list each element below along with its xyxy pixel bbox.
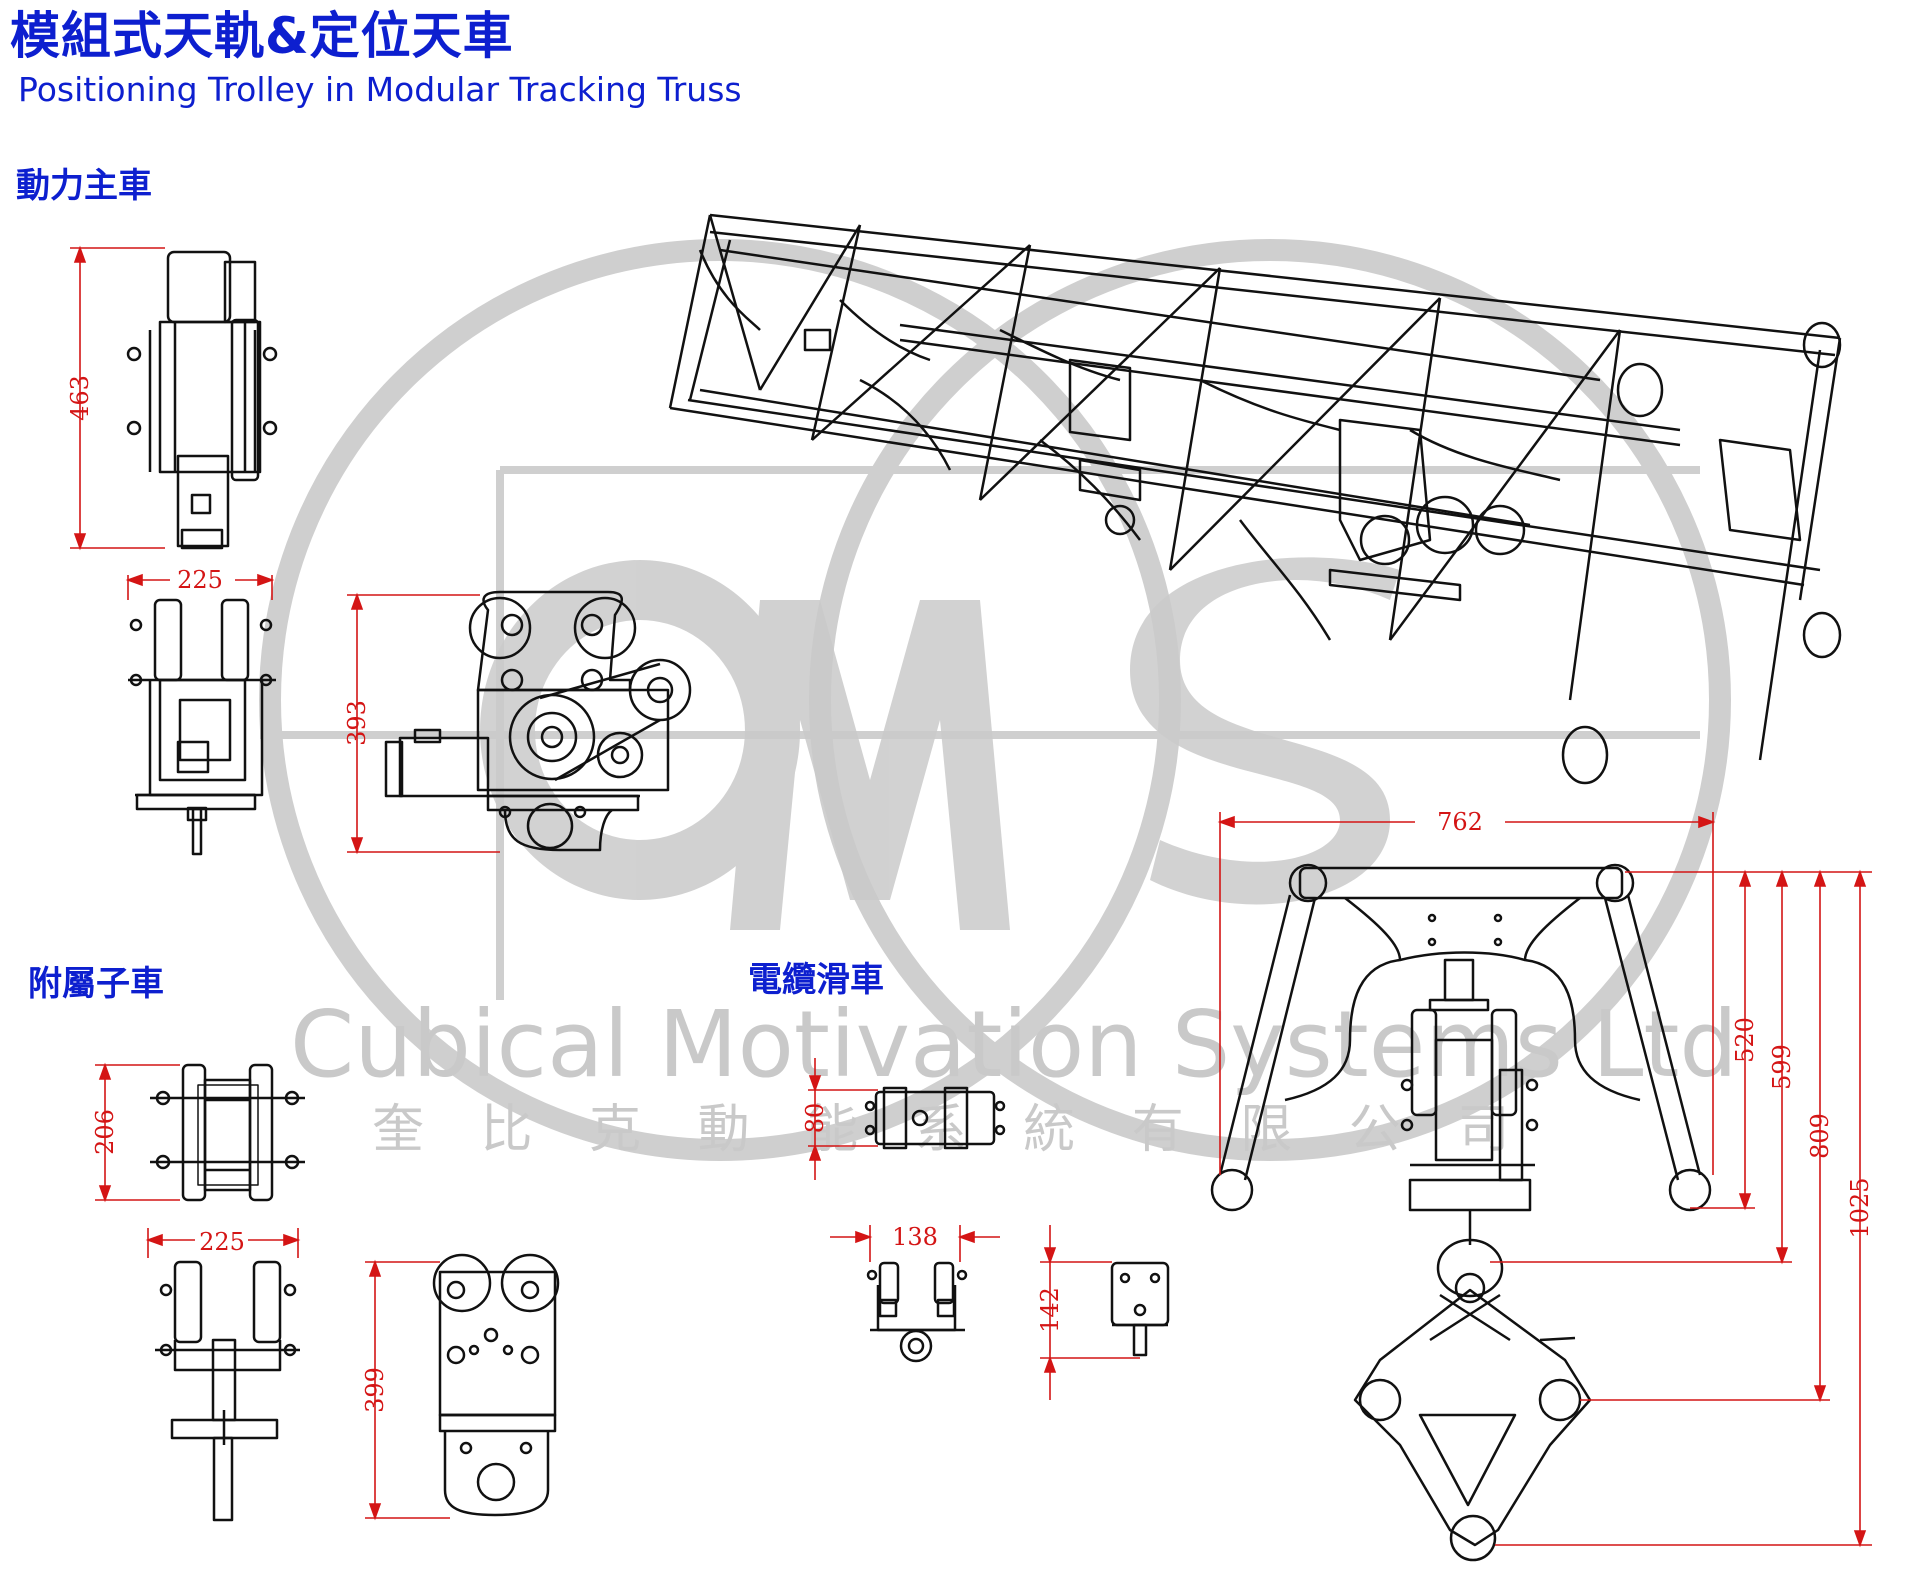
main-trolley-end-view [128, 598, 276, 856]
truss-isometric [668, 213, 1842, 785]
dim-truss-h1: 520 [1731, 1017, 1759, 1063]
dim-truss-h3: 809 [1806, 1113, 1834, 1159]
main-trolley-side-view [384, 590, 692, 852]
dimension-labels: 463 225 393 206 225 399 80 138 142 762 5… [66, 375, 1874, 1413]
page-subtitle: Positioning Trolley in Modular Tracking … [18, 70, 742, 109]
watermark-company-zh: 奎 比 克 動 能 系 統 有 限 公 司 [372, 1100, 1530, 1160]
page-title: 模組式天軌&定位天車 [10, 7, 514, 65]
cable-trolley-front-view [866, 1261, 968, 1363]
dim-truss-width: 762 [1437, 808, 1483, 836]
dim-aux-height: 206 [91, 1109, 119, 1155]
dim-cable-width: 138 [892, 1223, 938, 1251]
dim-cable-height: 80 [801, 1103, 829, 1134]
aux-trolley-front-view [150, 1063, 305, 1202]
section-auxiliary-trolley: 附屬子車 [28, 964, 164, 1004]
cable-trolley-side-view [1110, 1261, 1170, 1357]
section-main-trolley: 動力主車 [16, 166, 152, 206]
dim-main-height: 463 [66, 375, 94, 421]
dim-main-side-height: 393 [343, 700, 371, 746]
cable-trolley-top-view [864, 1086, 1006, 1150]
aux-trolley-side-view [432, 1253, 560, 1517]
section-cable-trolley: 電纜滑車 [748, 960, 884, 1000]
truss-cross-section [1210, 863, 1712, 1562]
dim-cable-side-height: 142 [1036, 1287, 1064, 1333]
aux-trolley-end-view [155, 1260, 300, 1522]
dim-main-width: 225 [177, 566, 223, 594]
main-trolley-front-view [126, 250, 278, 550]
dim-truss-h2: 599 [1768, 1044, 1796, 1090]
dim-aux-width: 225 [199, 1228, 245, 1256]
dim-aux-side-height: 399 [361, 1367, 389, 1413]
dim-truss-h4: 1025 [1846, 1177, 1874, 1238]
dimension-lines [70, 245, 1872, 1548]
